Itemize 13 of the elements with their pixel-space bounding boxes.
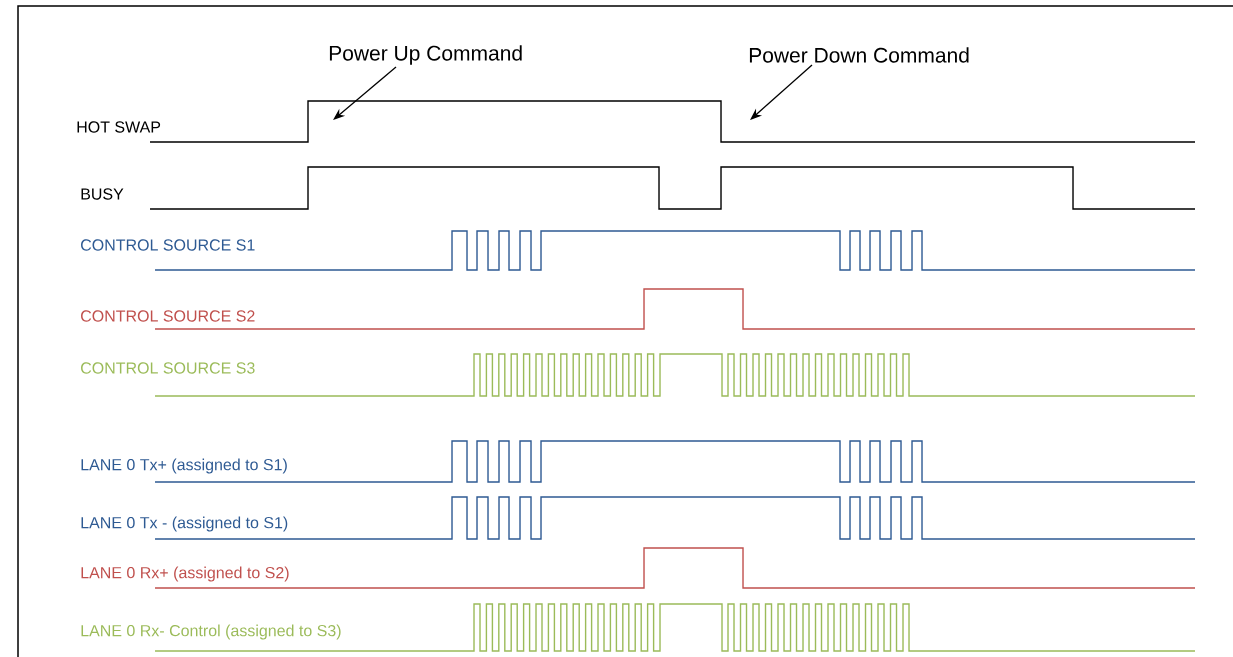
- signal-label: LANE 0 Rx+ (assigned to S2): [81, 566, 289, 582]
- signal-label: LANE 0 Tx - (assigned to S1): [81, 516, 288, 532]
- signal-label: CONTROL SOURCE S1: [81, 239, 255, 251]
- signal-label: CONTROL SOURCE S3: [81, 362, 255, 374]
- annotation-text: Power Down Command: [749, 47, 969, 63]
- signal-label: HOT SWAP: [77, 121, 161, 133]
- signal-label: CONTROL SOURCE S2: [81, 310, 255, 322]
- arrow: [333, 66, 397, 120]
- arrow: [750, 64, 813, 120]
- signal-label: LANE 0 Tx+ (assigned to S1): [81, 458, 287, 474]
- signal-label: BUSY: [81, 188, 124, 200]
- signal-label: LANE 0 Rx- Control (assigned to S3): [81, 624, 341, 640]
- annotation-text: Power Up Command: [329, 45, 522, 65]
